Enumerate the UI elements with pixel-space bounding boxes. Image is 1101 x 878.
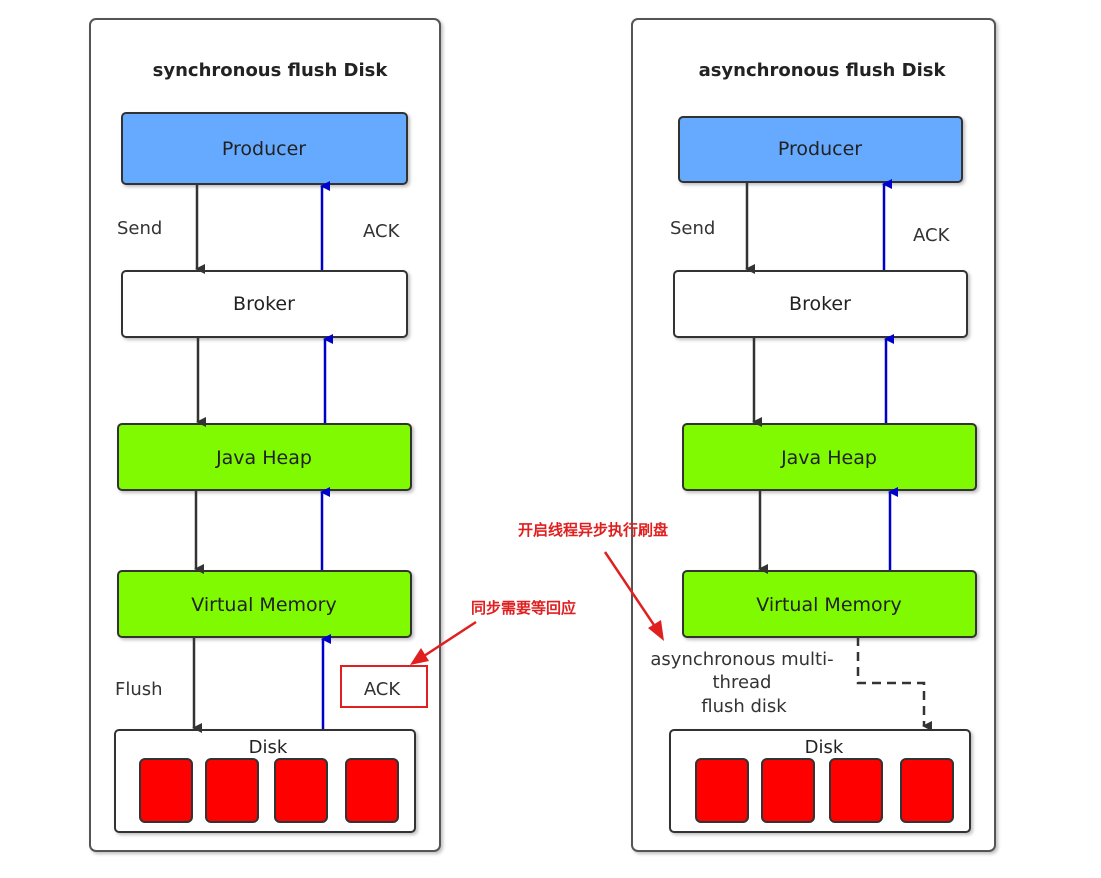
async-note-line-3: flush disk	[701, 696, 787, 717]
async-disk-label: Disk	[805, 737, 844, 758]
async-virtual-memory-label: Virtual Memory	[756, 594, 901, 616]
async-ack-label-top: ACK	[913, 225, 951, 246]
async-virtual-memory-box	[682, 570, 977, 638]
sync-disk-block-2	[205, 758, 259, 823]
async-producer-label: Producer	[778, 138, 862, 160]
async-send-label: Send	[670, 218, 715, 239]
async-disk-block-2	[761, 758, 815, 823]
sync-disk-label: Disk	[249, 737, 288, 758]
async-disk-block-3	[829, 758, 883, 823]
sync-ack-label-bottom: ACK	[364, 679, 402, 700]
async-disk-block-4	[900, 758, 954, 823]
sync-ack-highlight-box	[340, 665, 428, 708]
sync-disk-block-1	[139, 758, 193, 823]
annotation-sync-arrow-head	[410, 648, 429, 665]
sync-ack-label-top: ACK	[363, 221, 401, 242]
async-java-heap-box	[682, 423, 977, 491]
annotation-async-arrow-line	[603, 551, 658, 629]
annotation-async-thread-flush: 开启线程异步执行刷盘	[518, 521, 668, 539]
async-note-line-2: thread	[712, 672, 771, 693]
sync-disk-block-4	[345, 758, 399, 823]
sync-java-heap-box	[117, 423, 412, 491]
sync-send-label: Send	[117, 218, 162, 239]
async-java-heap-label: Java Heap	[780, 447, 877, 469]
sync-panel: synchronous flush Disk Producer Broker J…	[89, 18, 441, 852]
async-producer-box	[678, 116, 963, 183]
sync-virtual-memory-box	[117, 570, 412, 638]
async-broker-label: Broker	[789, 293, 851, 315]
sync-producer-box	[121, 112, 408, 185]
sync-producer-label: Producer	[222, 138, 306, 160]
annotations: 开启线程异步执行刷盘 同步需要等回应	[410, 521, 668, 665]
sync-virtual-memory-label: Virtual Memory	[191, 594, 336, 616]
sync-disk-block-3	[274, 758, 328, 823]
annotation-sync-wait-ack: 同步需要等回应	[471, 599, 576, 617]
async-broker-box	[673, 270, 968, 338]
sync-broker-box	[121, 270, 408, 338]
async-flush-dashed-arrow	[856, 637, 932, 731]
annotation-async-arrow-head	[648, 620, 664, 641]
async-note-line-1: asynchronous multi-	[650, 649, 833, 670]
async-disk-block-1	[695, 758, 749, 823]
async-panel: asynchronous flush Disk Producer Broker …	[631, 18, 996, 852]
sync-java-heap-label: Java Heap	[215, 447, 312, 469]
sync-broker-label: Broker	[233, 293, 295, 315]
sync-flush-label: Flush	[115, 679, 163, 700]
sync-panel-title: synchronous flush Disk	[153, 60, 389, 81]
annotation-sync-arrow-line	[423, 620, 477, 658]
async-panel-title: asynchronous flush Disk	[699, 60, 947, 81]
